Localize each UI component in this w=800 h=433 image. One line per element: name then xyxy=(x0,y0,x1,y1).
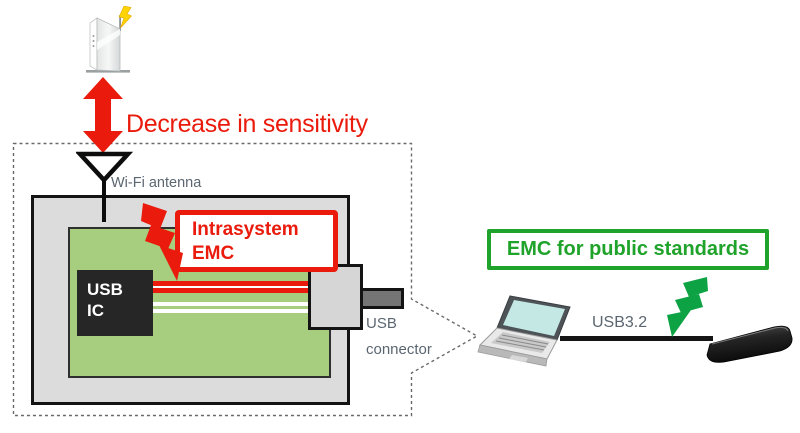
pcb-trace-white-2 xyxy=(152,309,312,314)
wifi-antenna-label: Wi-Fi antenna xyxy=(111,175,202,191)
intrasystem-emc-line2: EMC xyxy=(192,243,235,264)
usb-signal-traces-red xyxy=(149,281,312,293)
usb-ic-label-line2: IC xyxy=(87,301,104,320)
usb-ic-label-line1: USB xyxy=(87,280,123,299)
desense-arrow-icon xyxy=(83,77,123,153)
intrasystem-emc-line1: Intrasystem xyxy=(192,219,299,240)
router-base-line xyxy=(86,70,130,73)
usb-plug xyxy=(357,288,404,309)
decrease-sensitivity-label: Decrease in sensitivity xyxy=(126,110,368,138)
usb32-label: USB3.2 xyxy=(592,314,648,331)
usb-cable xyxy=(560,336,713,341)
router-front-face xyxy=(96,17,121,72)
usb-ic-chip: USB IC xyxy=(77,270,153,336)
laptop-icon xyxy=(477,295,571,367)
external-drive-icon xyxy=(706,325,793,363)
wireless-router-icon xyxy=(86,6,133,73)
router-antenna xyxy=(119,15,121,31)
pcb-trace-white-1 xyxy=(152,302,312,307)
usb-connector-label-line2: connector xyxy=(366,341,432,358)
router-side-face xyxy=(89,17,98,71)
intrasystem-emi-bolt-icon xyxy=(141,203,183,281)
wifi-antenna-icon xyxy=(76,151,134,222)
usb-connector-label: USB connector xyxy=(366,311,432,363)
usb-connector-label-line1: USB xyxy=(366,315,397,332)
trace-gap xyxy=(149,285,312,289)
interference-bolt-yellow-icon xyxy=(118,6,133,29)
intrasystem-emc-callout: Intrasystem EMC xyxy=(175,210,338,272)
public-emc-bolt-icon xyxy=(667,277,708,337)
emc-public-standards-badge: EMC for public standards xyxy=(487,229,769,270)
usb-connector-body xyxy=(308,264,363,330)
